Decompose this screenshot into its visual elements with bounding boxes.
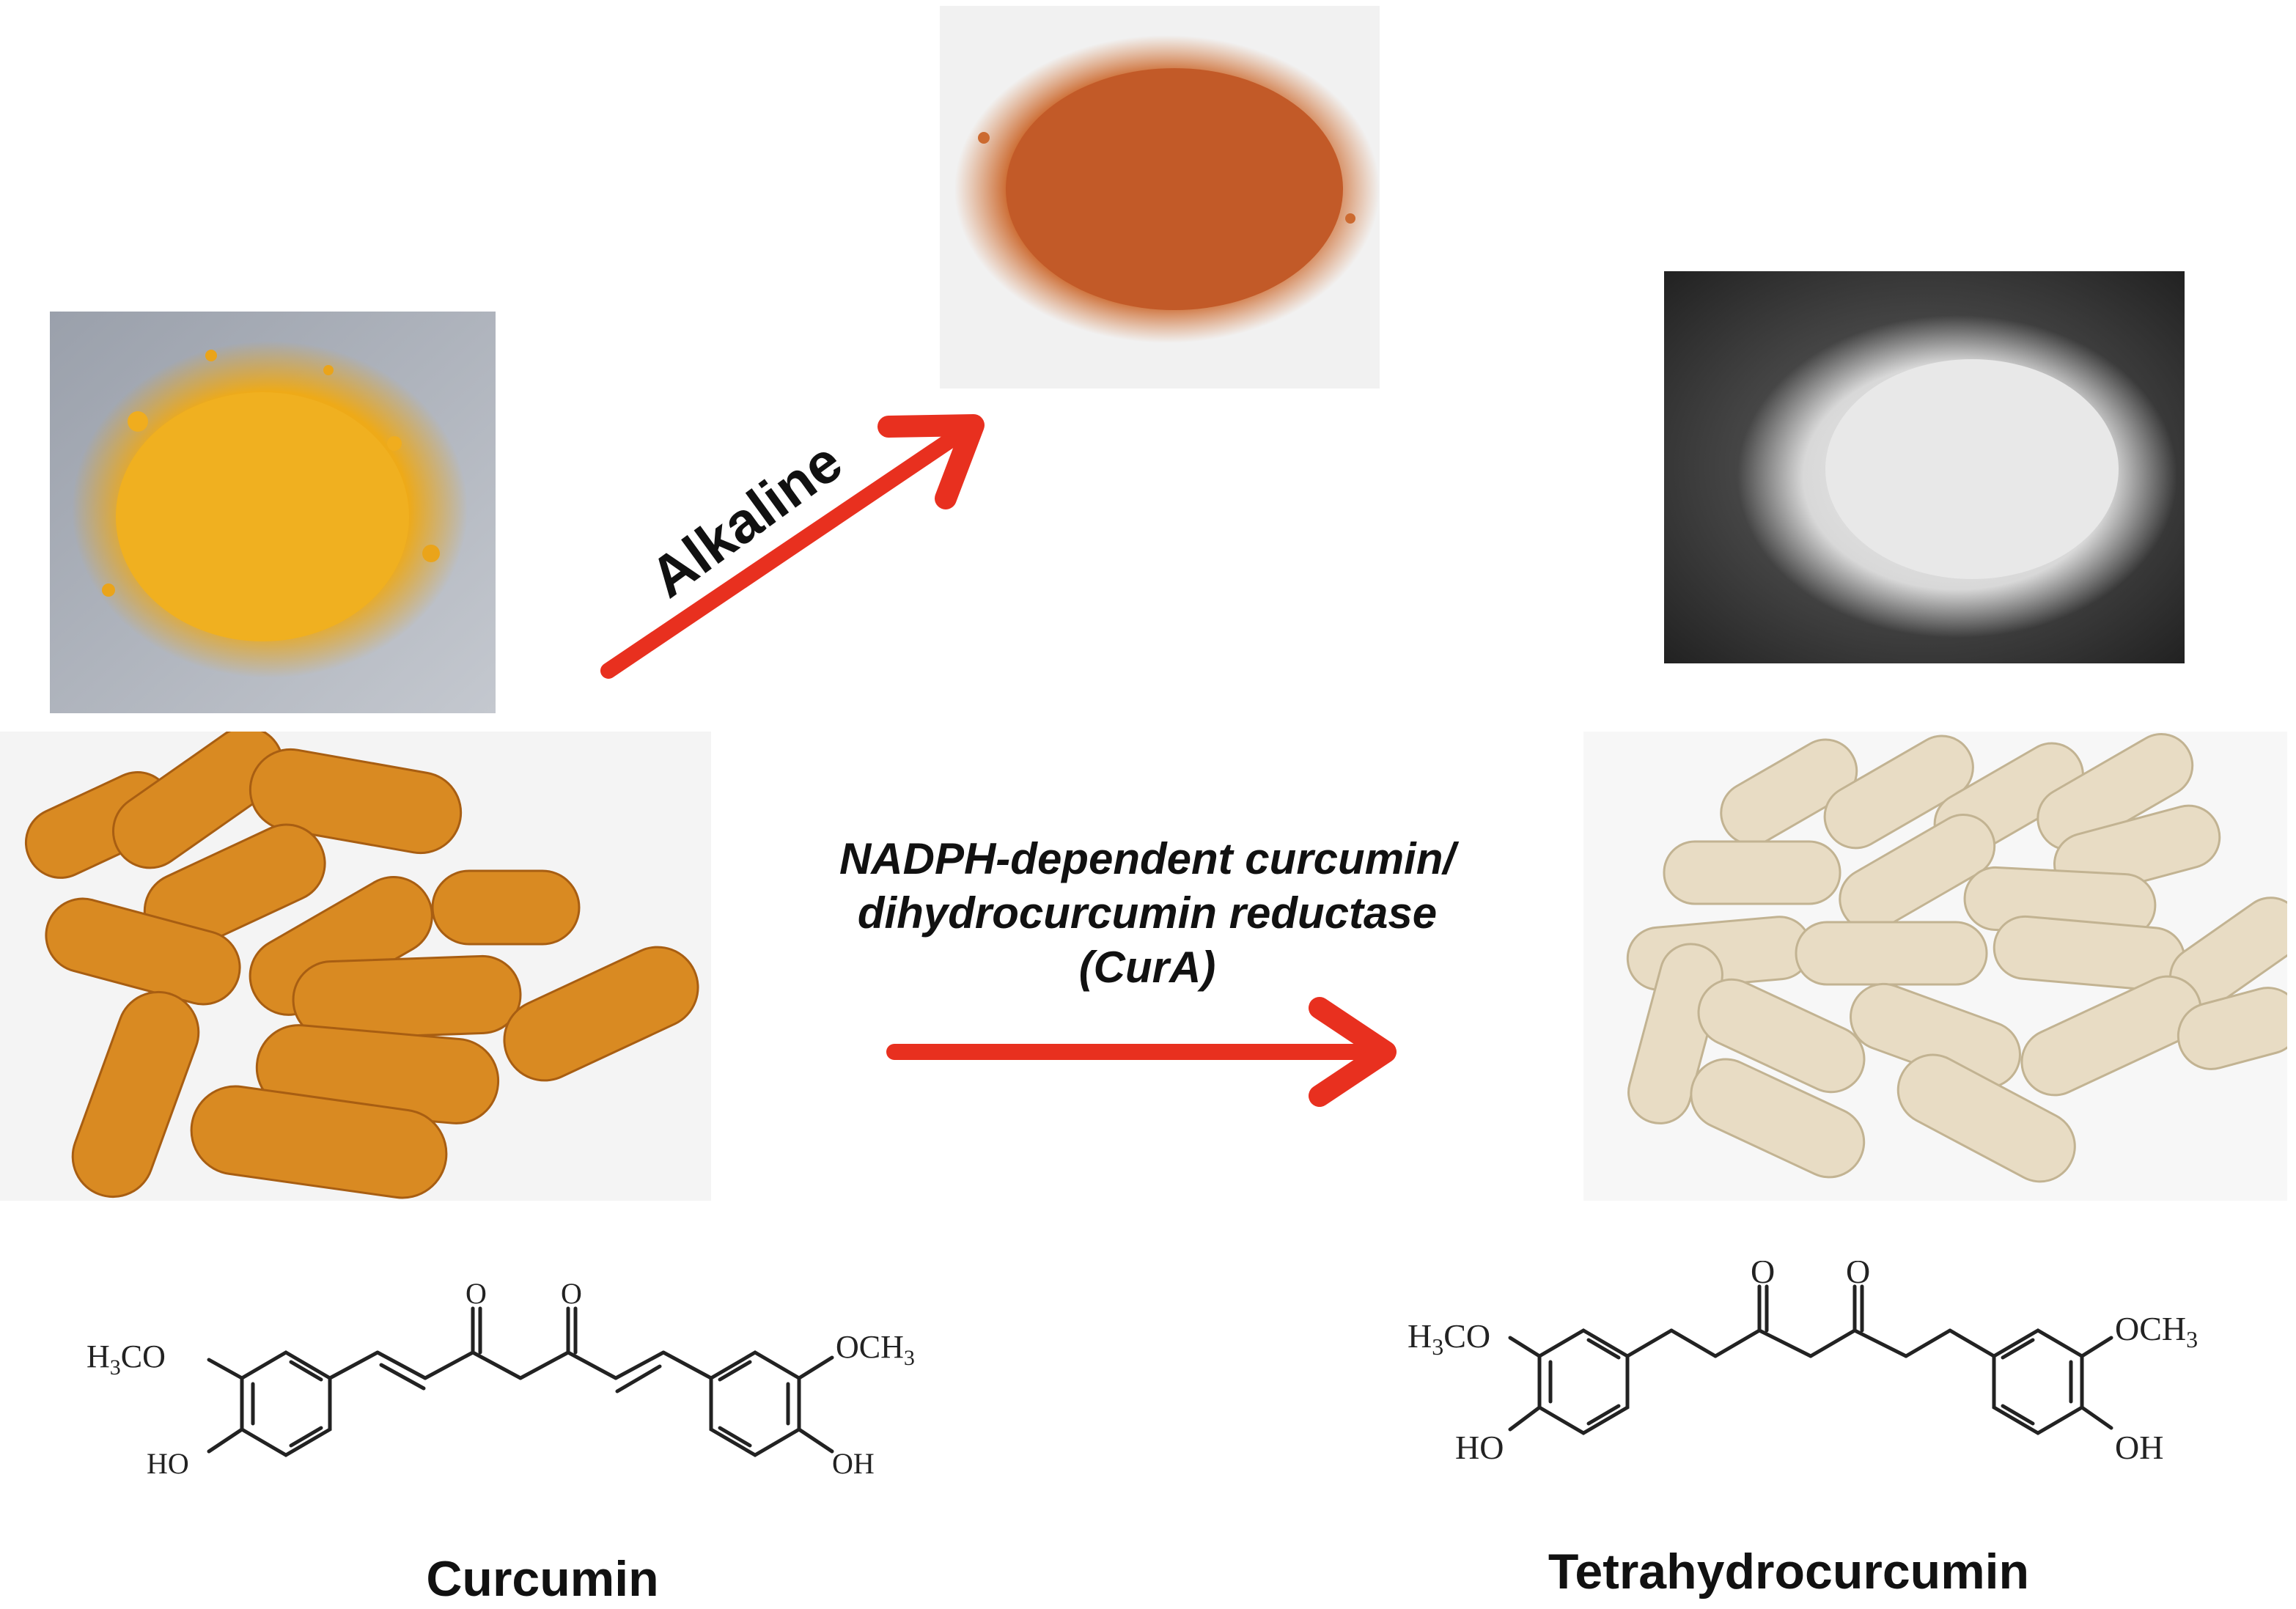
enzyme-label-line2: dihydrocurcumin reductase	[857, 888, 1438, 938]
tetrahydrocurcumin-name: Tetrahydrocurcumin	[1548, 1544, 2030, 1599]
enzyme-label-line1: NADPH-dependent curcumin/	[839, 834, 1456, 883]
thc-methoxy-right: OCH	[2115, 1310, 2186, 1347]
thc-hydroxy-right: OH	[2115, 1429, 2163, 1466]
enzyme-label: NADPH-dependent curcumin/ dihydrocurcumi…	[733, 832, 1561, 995]
reduction-arrow	[886, 997, 1397, 1107]
curcumin-hydroxy-left: HO	[147, 1447, 189, 1480]
curcumin-ketone-1: O	[466, 1277, 487, 1310]
svg-text:OCH3: OCH3	[836, 1329, 915, 1370]
thc-ketone-2: O	[1846, 1261, 1870, 1290]
thc-hydroxy-left: HO	[1455, 1429, 1504, 1466]
tetrahydrocurcumin-powder-photo	[1664, 271, 2185, 663]
thc-methoxy-left: H	[1408, 1317, 1432, 1355]
svg-text:H3CO: H3CO	[87, 1339, 166, 1380]
curcumin-hydroxy-right: OH	[832, 1447, 875, 1480]
thc-ketone-1: O	[1751, 1261, 1775, 1290]
alkaline-powder-photo	[940, 6, 1380, 389]
enzyme-label-line3: (CurA)	[1078, 943, 1216, 992]
tetrahydrocurcumin-capsules-photo	[1583, 732, 2287, 1201]
alkaline-label: Alkaline	[638, 428, 854, 611]
tetrahydrocurcumin-structure: H3CO HO O O OCH3 OH	[1408, 1261, 2198, 1466]
curcumin-capsules-photo	[0, 732, 711, 1201]
curcumin-methoxy-left: H	[87, 1339, 110, 1374]
svg-text:H3CO: H3CO	[1408, 1317, 1490, 1360]
curcumin-methoxy-right: OCH	[836, 1329, 904, 1365]
curcumin-name: Curcumin	[426, 1551, 659, 1607]
curcumin-structure: H3CO HO O O OCH3 OH	[87, 1277, 915, 1480]
curcumin-ketone-2: O	[561, 1277, 582, 1310]
curcumin-powder-photo	[50, 312, 496, 713]
svg-text:OCH3: OCH3	[2115, 1310, 2198, 1352]
